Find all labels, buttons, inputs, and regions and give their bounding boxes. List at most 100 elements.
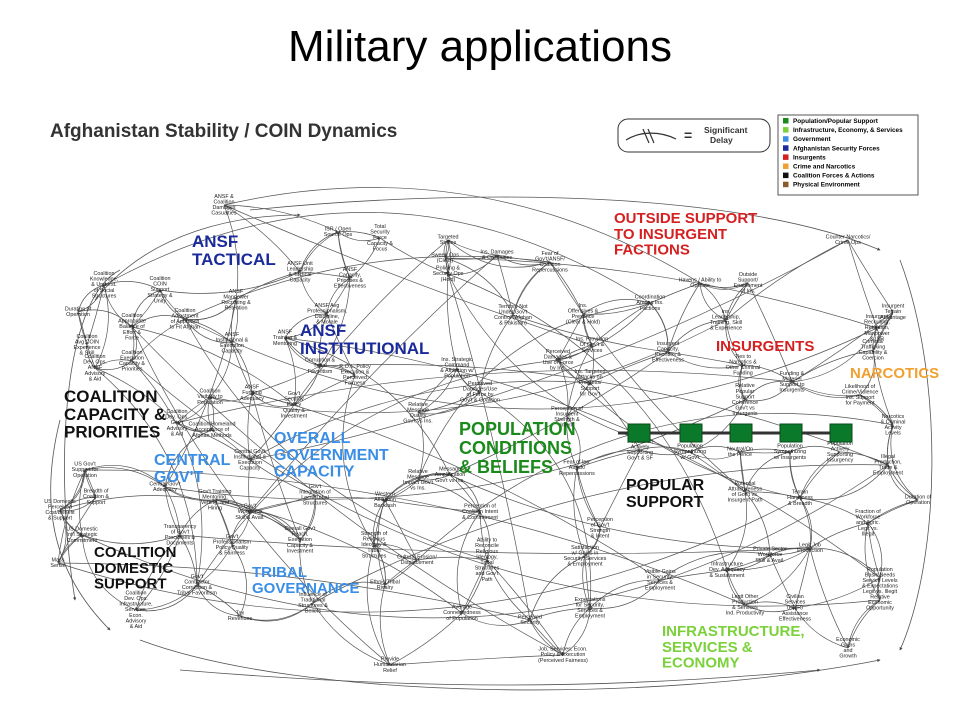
causal-link xyxy=(744,380,793,401)
legend-label: Afghanistan Security Forces xyxy=(793,145,880,152)
causal-link xyxy=(738,364,746,401)
causal-link xyxy=(589,382,641,451)
causal-link xyxy=(81,534,181,545)
cluster-label-insurgents: INSURGENTS xyxy=(716,338,814,355)
causal-link xyxy=(659,551,771,581)
causal-link xyxy=(725,569,746,606)
causal-link xyxy=(576,467,601,529)
causal-link xyxy=(740,364,746,401)
legend-swatch xyxy=(783,181,789,188)
causal-link xyxy=(557,359,591,384)
causal-link xyxy=(384,474,451,501)
causal-link xyxy=(449,474,811,550)
causal-link xyxy=(744,601,796,609)
support-stock-box xyxy=(679,423,703,443)
causal-link xyxy=(887,464,919,501)
causal-link xyxy=(562,607,592,656)
causal-link xyxy=(230,511,251,546)
causal-link xyxy=(799,451,841,499)
causal-link xyxy=(231,342,254,394)
causal-links xyxy=(50,187,933,691)
causal-link xyxy=(176,369,793,424)
causal-link xyxy=(744,491,801,499)
causal-link xyxy=(416,556,488,562)
cluster-label-narcotics: NARCOTICS xyxy=(850,365,939,382)
diagram-node: Policing &Security Ops(Hold) xyxy=(433,266,464,283)
causal-link xyxy=(726,569,746,606)
causal-link xyxy=(566,344,593,418)
causal-link xyxy=(326,277,351,315)
delay-key-label: Delay xyxy=(710,135,733,145)
causal-link xyxy=(449,474,481,513)
causal-link xyxy=(557,302,651,361)
causal-link xyxy=(529,619,564,656)
causal-link xyxy=(84,464,166,488)
causal-link xyxy=(135,534,181,611)
causal-link xyxy=(699,282,727,321)
legend-label: Coalition Forces & Actions xyxy=(793,173,875,180)
causal-link xyxy=(284,337,451,476)
causal-link xyxy=(184,318,878,410)
causal-link xyxy=(247,392,253,461)
causal-link xyxy=(899,259,933,651)
delay-key-label: Significant xyxy=(704,125,748,135)
causal-link xyxy=(725,282,749,321)
causal-link xyxy=(284,312,328,339)
causal-link xyxy=(209,319,727,414)
diagram-node: Ins. Damages& Casualties xyxy=(480,249,514,261)
causal-link xyxy=(444,257,514,316)
causal-link xyxy=(667,282,701,353)
causal-link xyxy=(164,299,237,488)
causal-link xyxy=(447,239,498,256)
causal-link xyxy=(372,499,386,546)
causal-link xyxy=(77,311,88,346)
causal-link xyxy=(84,469,746,606)
causal-link xyxy=(742,363,793,383)
causal-link xyxy=(214,499,233,546)
causal-link xyxy=(77,309,133,328)
causal-link xyxy=(461,612,531,626)
causal-link xyxy=(184,318,233,344)
causal-link xyxy=(249,196,881,251)
causal-link xyxy=(196,584,241,618)
causal-link xyxy=(417,367,458,414)
causal-link xyxy=(135,584,198,612)
causal-link xyxy=(196,584,241,617)
causal-link xyxy=(867,522,883,579)
causal-link xyxy=(639,449,691,456)
causal-link xyxy=(389,654,564,667)
causal-link xyxy=(384,479,419,501)
causal-link xyxy=(131,318,186,362)
